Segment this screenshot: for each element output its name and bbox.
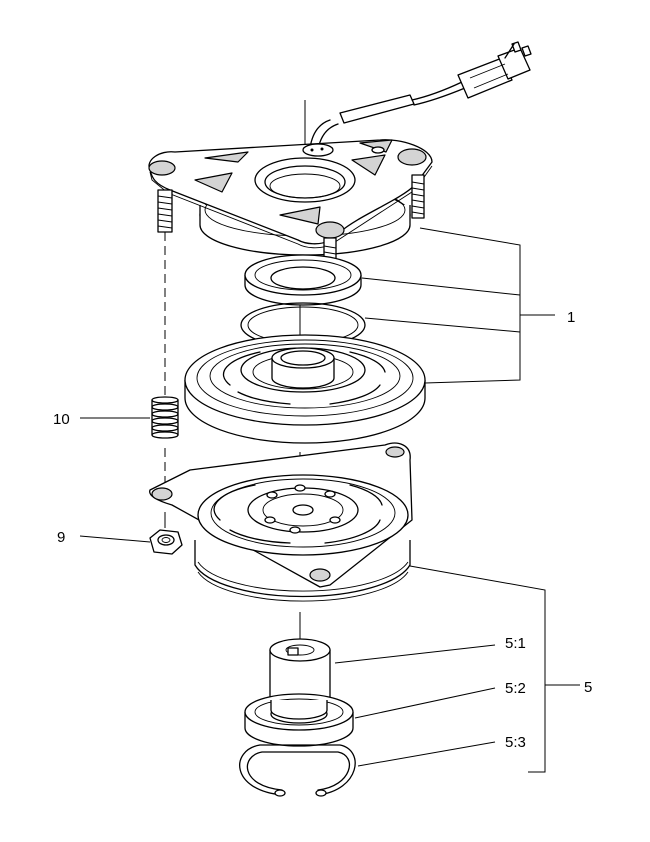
callout-5-2: 5:2 [505,680,526,697]
leader-lines [79,227,580,773]
callout-10: 10 [53,411,70,428]
callout-1: 1 [567,309,575,326]
field-coil-assembly [148,139,433,256]
spring [151,396,179,439]
callout-5-1: 5:1 [505,635,526,652]
callout-5-3: 5:3 [505,734,526,751]
snap-ring-lower [239,744,356,797]
bearing [244,254,362,306]
callout-5: 5 [584,679,592,696]
connector-plug [457,41,532,99]
lower-bearing [244,693,354,747]
callout-9: 9 [57,529,65,546]
lock-nut [149,529,183,555]
pulley-rotor [184,334,426,444]
callouts: 1 5 5:1 5:2 5:3 9 10 [53,309,592,751]
armature-plate [149,442,413,602]
